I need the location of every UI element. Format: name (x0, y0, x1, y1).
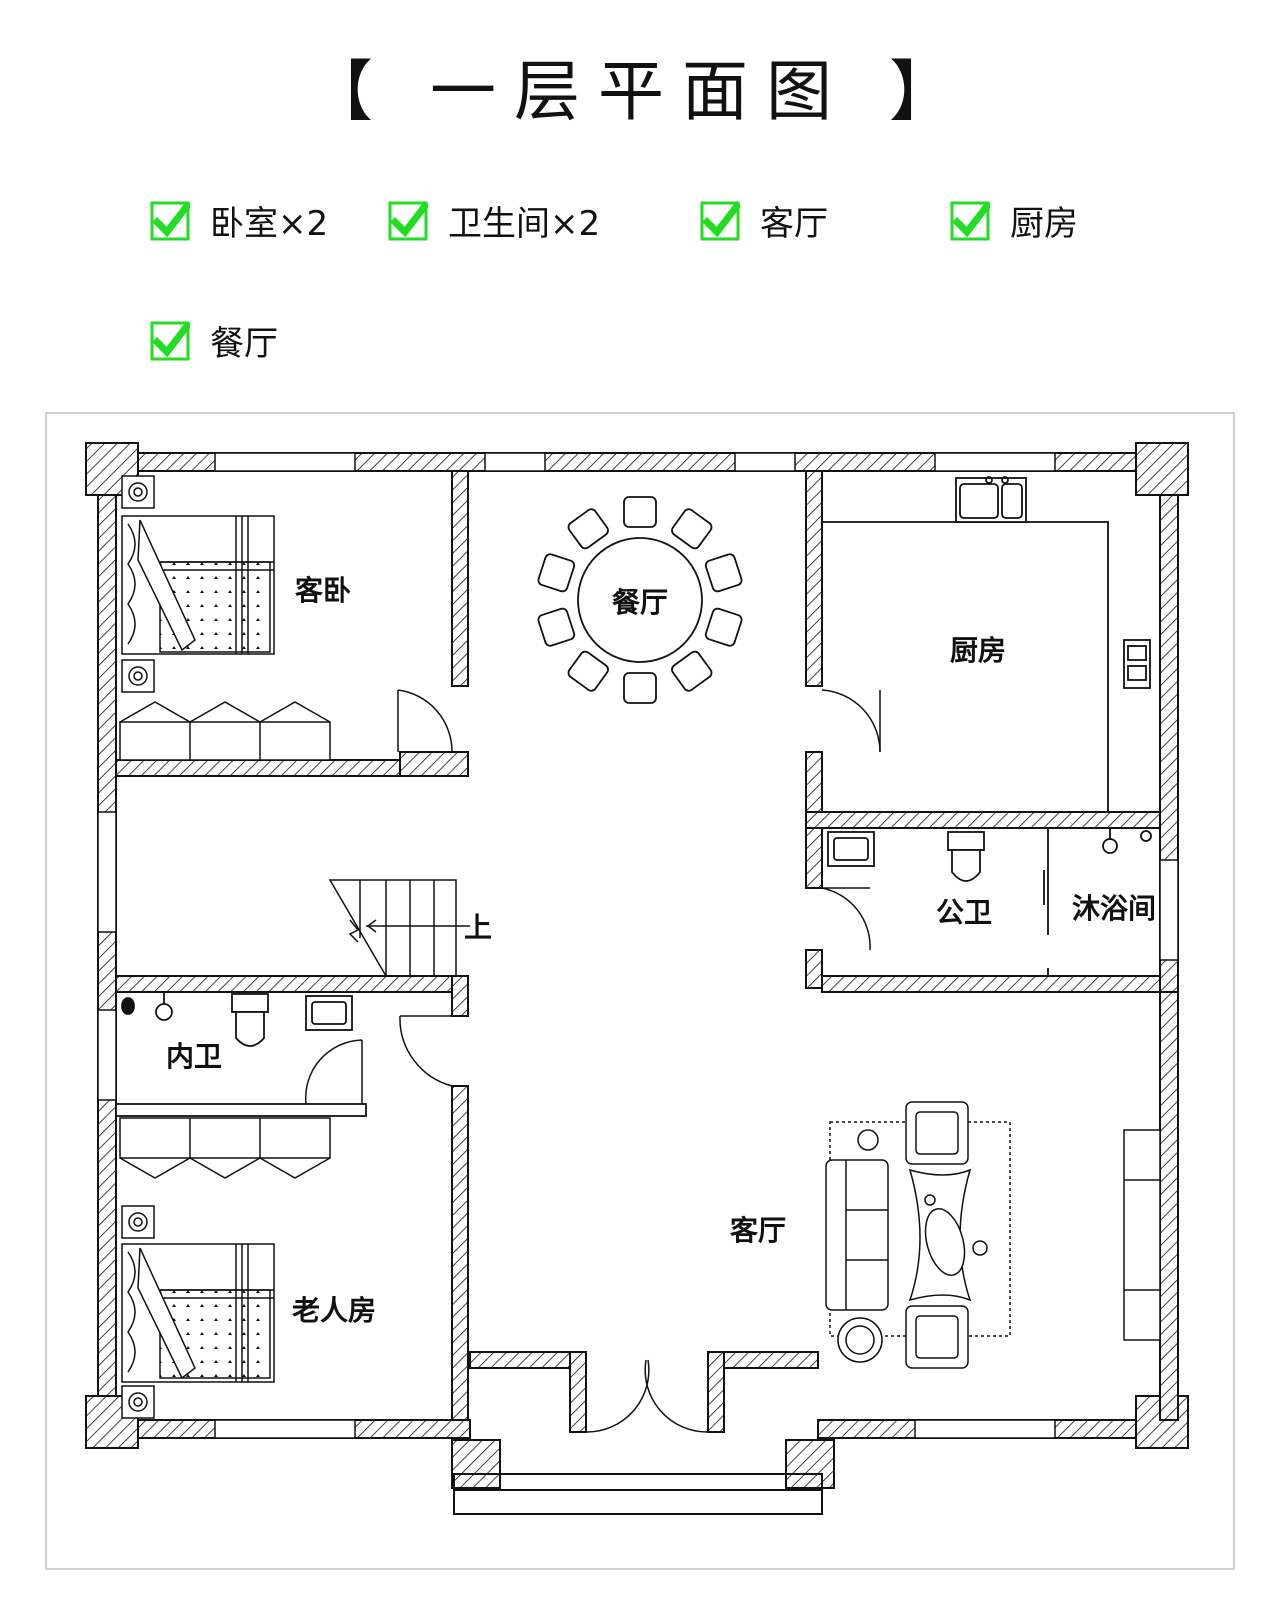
feature-label: 卧室×2 (210, 204, 329, 244)
feature-kitchen: 厨房 (950, 196, 1078, 245)
check-icon (150, 200, 190, 240)
feature-label: 餐厅 (210, 324, 278, 364)
inner-bath-fixtures (115, 992, 367, 1117)
room-label-elder-room: 老人房 (292, 1294, 376, 1327)
check-icon (388, 200, 428, 240)
elder-bed (121, 1205, 275, 1419)
feature-label: 客厅 (760, 204, 828, 244)
room-label-kitchen: 厨房 (950, 634, 1006, 667)
public-bath-fixtures (827, 828, 1152, 976)
check-icon (150, 320, 190, 360)
feature-list: 卧室×2 卫生间×2 客厅 厨房 餐厅 (0, 0, 1280, 400)
feature-bedroom: 卧室×2 (150, 196, 328, 245)
dining-table (537, 496, 743, 704)
guest-wardrobe (119, 701, 331, 761)
elder-wardrobe (119, 1117, 331, 1179)
room-label-inner-bath: 内卫 (166, 1040, 222, 1073)
windows (97, 452, 1179, 1439)
feature-bathroom: 卫生间×2 (388, 196, 600, 245)
check-icon (950, 200, 990, 240)
feature-label: 厨房 (1010, 204, 1078, 244)
stairs (328, 879, 470, 977)
check-icon (700, 200, 740, 240)
guest-bed (121, 475, 275, 693)
stairs-up-label: 上 (464, 911, 492, 944)
feature-living: 客厅 (700, 196, 828, 245)
doors (304, 689, 881, 1433)
room-label-living: 客厅 (730, 1214, 786, 1247)
room-label-guest-bedroom: 客卧 (295, 574, 351, 607)
page-title: 【 一层平面图 】 (307, 53, 973, 130)
kitchen-counter (822, 476, 1151, 812)
room-label-dining: 餐厅 (612, 586, 668, 619)
room-label-public-bath: 公卫 (936, 896, 992, 929)
living-furniture (825, 1101, 1161, 1369)
feature-label: 卫生间×2 (448, 204, 601, 244)
floor-plan-frame (45, 412, 1235, 1570)
feature-dining: 餐厅 (150, 316, 278, 365)
walls (85, 442, 1189, 1489)
entrance-steps (453, 1473, 823, 1515)
room-label-shower: 沐浴间 (1072, 892, 1156, 925)
